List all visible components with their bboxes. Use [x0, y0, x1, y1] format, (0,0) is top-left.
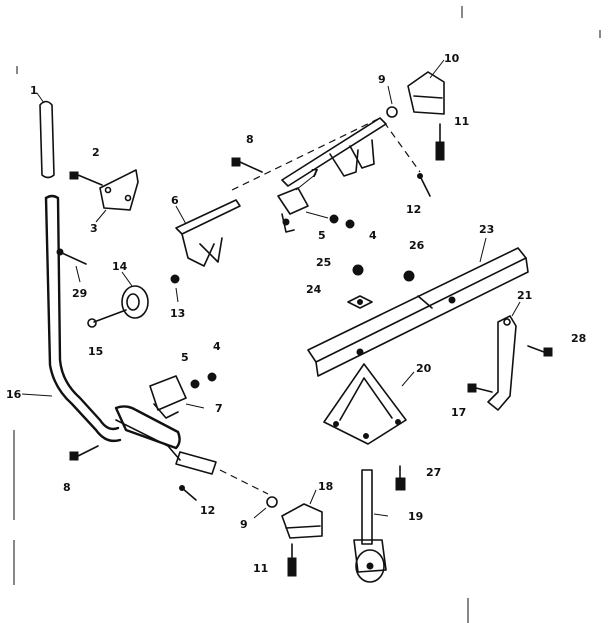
part-6-shaft-bracket [175, 199, 241, 267]
part-9-washer-upper [386, 85, 398, 118]
part-10-bracket [407, 59, 445, 115]
parts-5-4-lower [190, 372, 217, 389]
callout-16: 16 [6, 388, 22, 401]
callout-4-lower: 4 [213, 340, 221, 353]
part-19-caster [353, 469, 389, 583]
part-23-channel [307, 237, 529, 377]
callout-5-lower: 5 [181, 351, 189, 364]
part-18-bracket [281, 489, 323, 539]
part-3-bracket [95, 169, 139, 223]
part-25-nut [352, 264, 364, 276]
callout-25: 25 [316, 256, 331, 269]
callout-7-upper: 7 [311, 167, 319, 180]
lower-rod-end [175, 451, 269, 495]
part-1-grip-tube [36, 92, 55, 179]
callout-labels: 1 2 3 4 4 5 5 6 7 7 8 8 9 9 10 11 11 12 … [6, 52, 586, 575]
callout-11-upper: 11 [454, 115, 469, 128]
callout-15: 15 [88, 345, 103, 358]
callout-5-upper: 5 [318, 229, 326, 242]
callout-17: 17 [451, 406, 466, 419]
callout-12-lower: 12 [200, 504, 215, 517]
scan-edge-marks [13, 6, 601, 623]
callout-21: 21 [517, 289, 532, 302]
callout-12-upper: 12 [406, 203, 421, 216]
part-8-bolt-lower [69, 445, 99, 461]
part-11-screw-lower [287, 543, 297, 577]
callout-27: 27 [426, 466, 441, 479]
part-15-axle [87, 309, 127, 328]
part-26-nut [403, 270, 415, 282]
callout-3: 3 [90, 222, 98, 235]
callout-2: 2 [92, 146, 100, 159]
callout-9-upper: 9 [378, 73, 386, 86]
part-12-pin-upper [383, 121, 431, 197]
callout-9-lower: 9 [240, 518, 248, 531]
part-11-screw-upper [435, 123, 445, 161]
callout-8-lower: 8 [63, 481, 71, 494]
part-2-screw [69, 171, 103, 186]
part-7-clamp-lower [149, 375, 205, 419]
callout-4-upper: 4 [369, 229, 377, 242]
part-27-screw [395, 465, 406, 491]
part-28-screw [527, 345, 553, 357]
part-20-caster-mount [323, 363, 415, 445]
callout-7-lower: 7 [215, 402, 223, 415]
part-24-washer [347, 295, 373, 309]
callout-14: 14 [112, 260, 128, 273]
callout-18: 18 [318, 480, 333, 493]
parts-5-4-upper [305, 211, 355, 229]
callout-1: 1 [30, 84, 38, 97]
callout-6: 6 [171, 194, 179, 207]
part-17-screw [467, 383, 493, 393]
part-29-bolt [56, 248, 87, 283]
part-9-washer-lower [253, 496, 278, 519]
callout-11-lower: 11 [253, 562, 268, 575]
callout-8-upper: 8 [246, 133, 254, 146]
callout-13: 13 [170, 307, 185, 320]
callout-29: 29 [72, 287, 87, 300]
part-14-wheel [121, 271, 149, 319]
upper-rod [281, 117, 387, 187]
callout-23: 23 [479, 223, 494, 236]
callout-19: 19 [408, 510, 423, 523]
callout-20: 20 [416, 362, 432, 375]
axis-line-upper [231, 117, 381, 191]
part-13-nut [170, 274, 180, 303]
callout-24: 24 [306, 283, 322, 296]
part-16-handle-rod [21, 194, 181, 461]
callout-10: 10 [444, 52, 460, 65]
part-7-clamp-upper [277, 173, 317, 233]
callout-26: 26 [409, 239, 425, 252]
part-12-pin-lower [179, 485, 197, 501]
part-8-bolt-upper [231, 157, 263, 173]
part-21-arm [487, 301, 521, 411]
callout-28: 28 [571, 332, 586, 345]
